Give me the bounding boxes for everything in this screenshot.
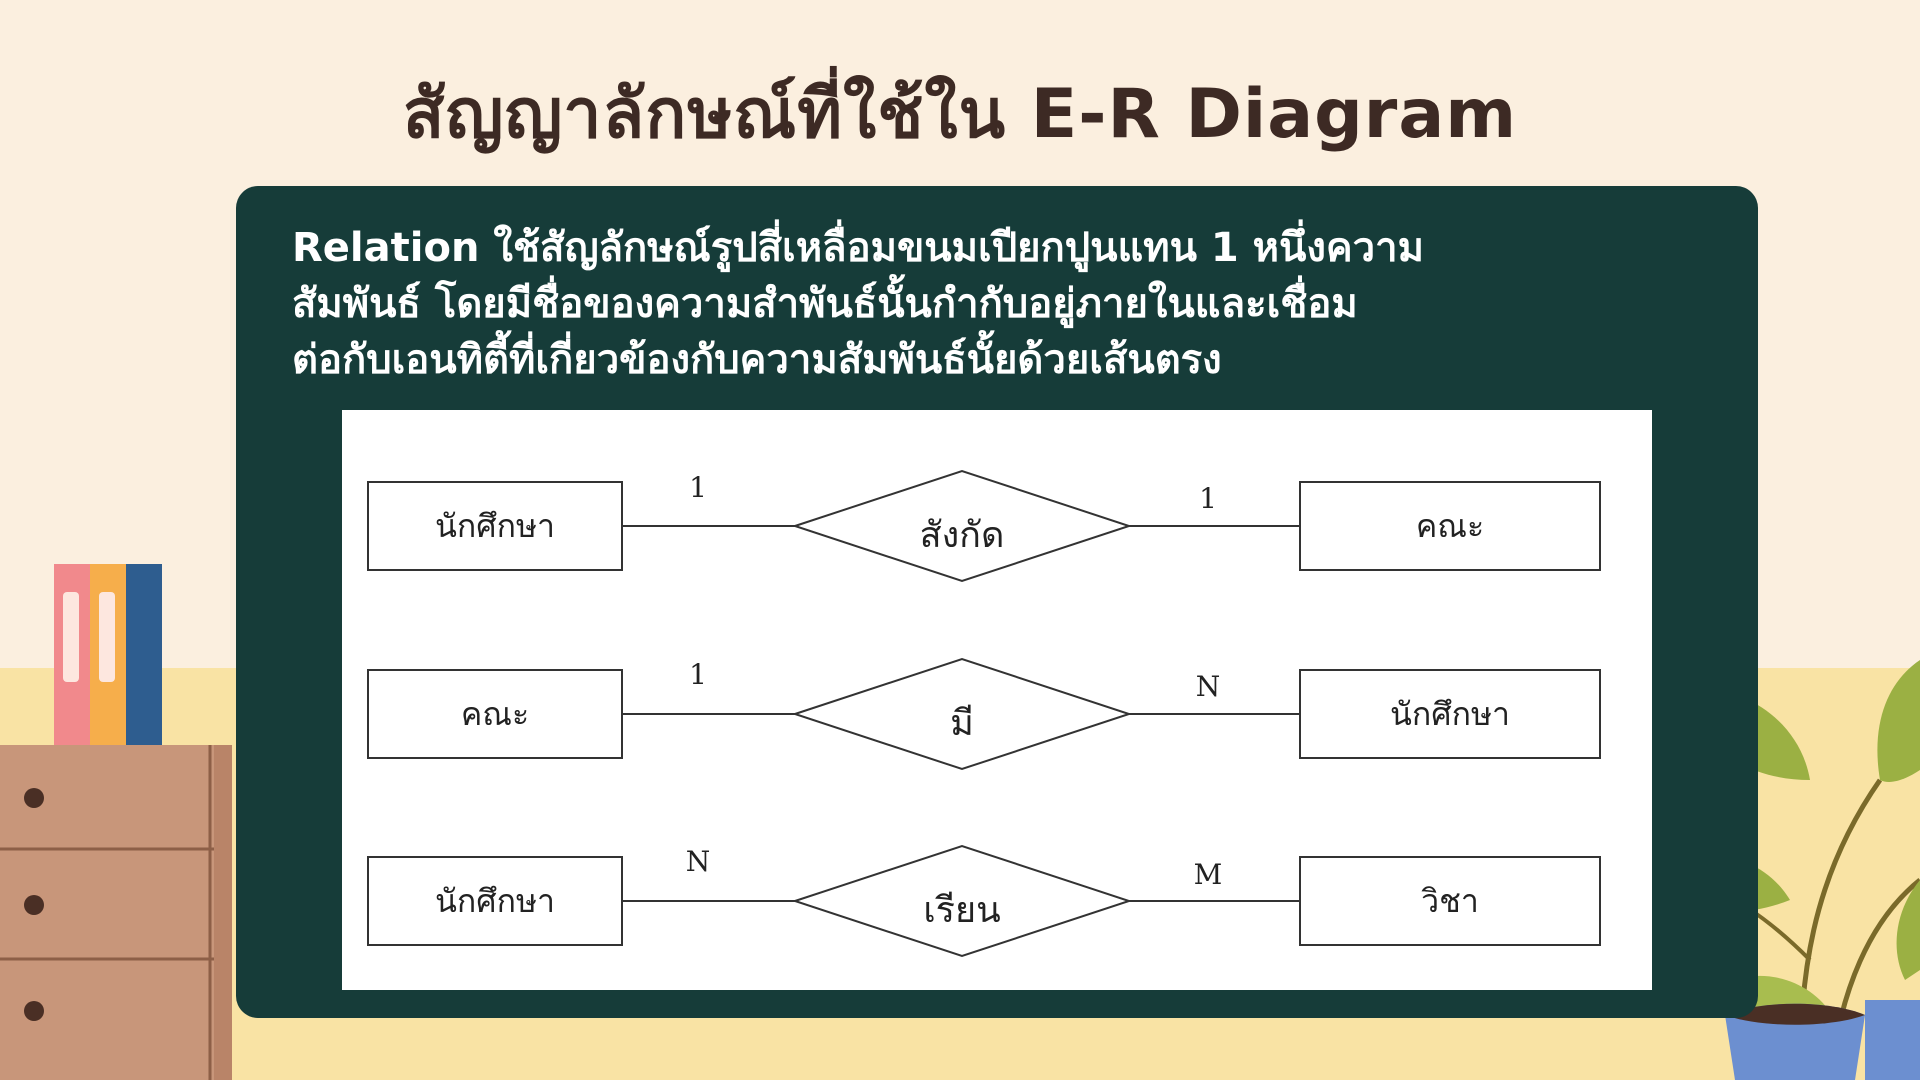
er-relation-row: นักศึกษา เรียน วิชา N M — [367, 844, 1601, 958]
entity-box — [1299, 669, 1601, 759]
cardinality-label: 1 — [1199, 482, 1217, 515]
books-illustration — [54, 564, 162, 748]
entity-label: คณะ — [1416, 507, 1484, 545]
page-title: สัญญาลักษณ์ที่ใช้ใน E-R Diagram — [402, 75, 1518, 154]
drawer-cabinet-illustration — [0, 745, 232, 1080]
relationship-label: สังกัด — [920, 515, 1005, 556]
cardinality-label: N — [686, 845, 711, 878]
er-relation-row: คณะ มี นักศึกษา 1 N — [367, 657, 1601, 771]
entity-box — [1299, 856, 1601, 946]
entity-label: นักศึกษา — [1390, 695, 1510, 733]
cardinality-label: 1 — [689, 471, 707, 504]
relationship-label: มี — [950, 703, 974, 744]
entity-label: คณะ — [461, 695, 529, 733]
cardinality-label: N — [1196, 670, 1221, 703]
entity-box — [1299, 481, 1601, 571]
relationship-label: เรียน — [923, 890, 1000, 931]
description-text: Relation ใช้สัญลักษณ์รูปสี่เหลื่อมขนมเปี… — [292, 225, 1424, 383]
entity-label: นักศึกษา — [435, 507, 555, 545]
er-relation-row: นักศึกษา สังกัด คณะ 1 1 — [367, 469, 1601, 583]
entity-label: นักศึกษา — [435, 882, 555, 920]
cardinality-label: 1 — [689, 658, 707, 691]
entity-label: วิชา — [1421, 882, 1479, 920]
cardinality-label: M — [1194, 858, 1223, 891]
er-diagram: นักศึกษา สังกัด คณะ 1 1 คณะ มี นักศึกษา … — [342, 410, 1652, 990]
